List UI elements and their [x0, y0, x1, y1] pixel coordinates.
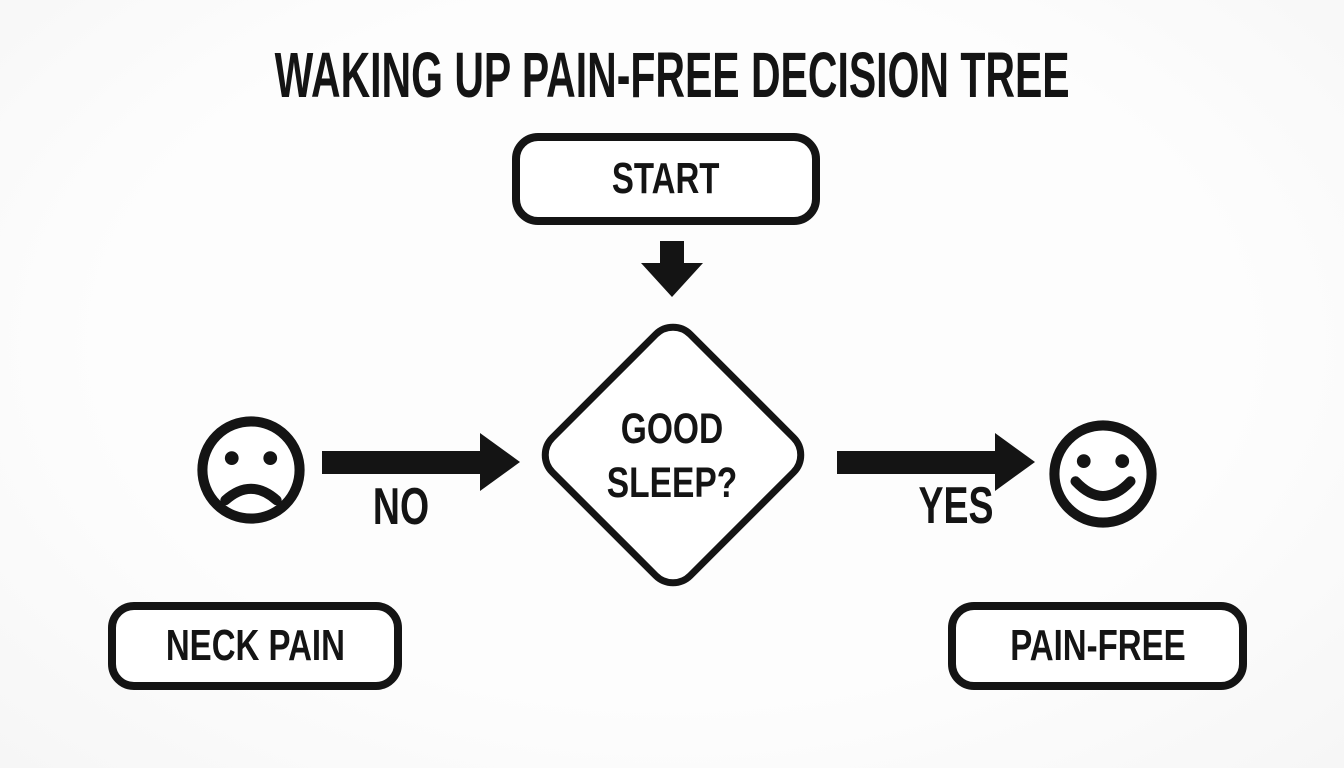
pain-free-node-label: PAIN-FREE: [1009, 621, 1186, 670]
yes-arrow-icon: [837, 432, 1035, 492]
decision-label-line1: GOOD: [620, 405, 724, 453]
start-node-label: START: [612, 154, 720, 203]
pain-free-node: PAIN-FREE: [948, 602, 1247, 690]
decision-label-line2: SLEEP?: [606, 459, 738, 507]
no-arrow-icon: [322, 432, 520, 492]
yes-edge-label: YES: [918, 477, 994, 535]
page-title-text: WAKING UP PAIN-FREE DECISION TREE: [274, 39, 1070, 111]
sad-face-icon: [196, 415, 306, 525]
down-arrow-icon: [641, 241, 703, 297]
start-node: START: [512, 133, 820, 225]
no-edge-label: NO: [372, 478, 430, 536]
decision-node-label: GOOD SLEEP?: [607, 402, 737, 510]
neck-pain-node: NECK PAIN: [108, 602, 402, 690]
page-title: WAKING UP PAIN-FREE DECISION TREE: [0, 38, 1344, 112]
neck-pain-node-label: NECK PAIN: [165, 621, 345, 670]
happy-face-icon: [1048, 419, 1158, 529]
